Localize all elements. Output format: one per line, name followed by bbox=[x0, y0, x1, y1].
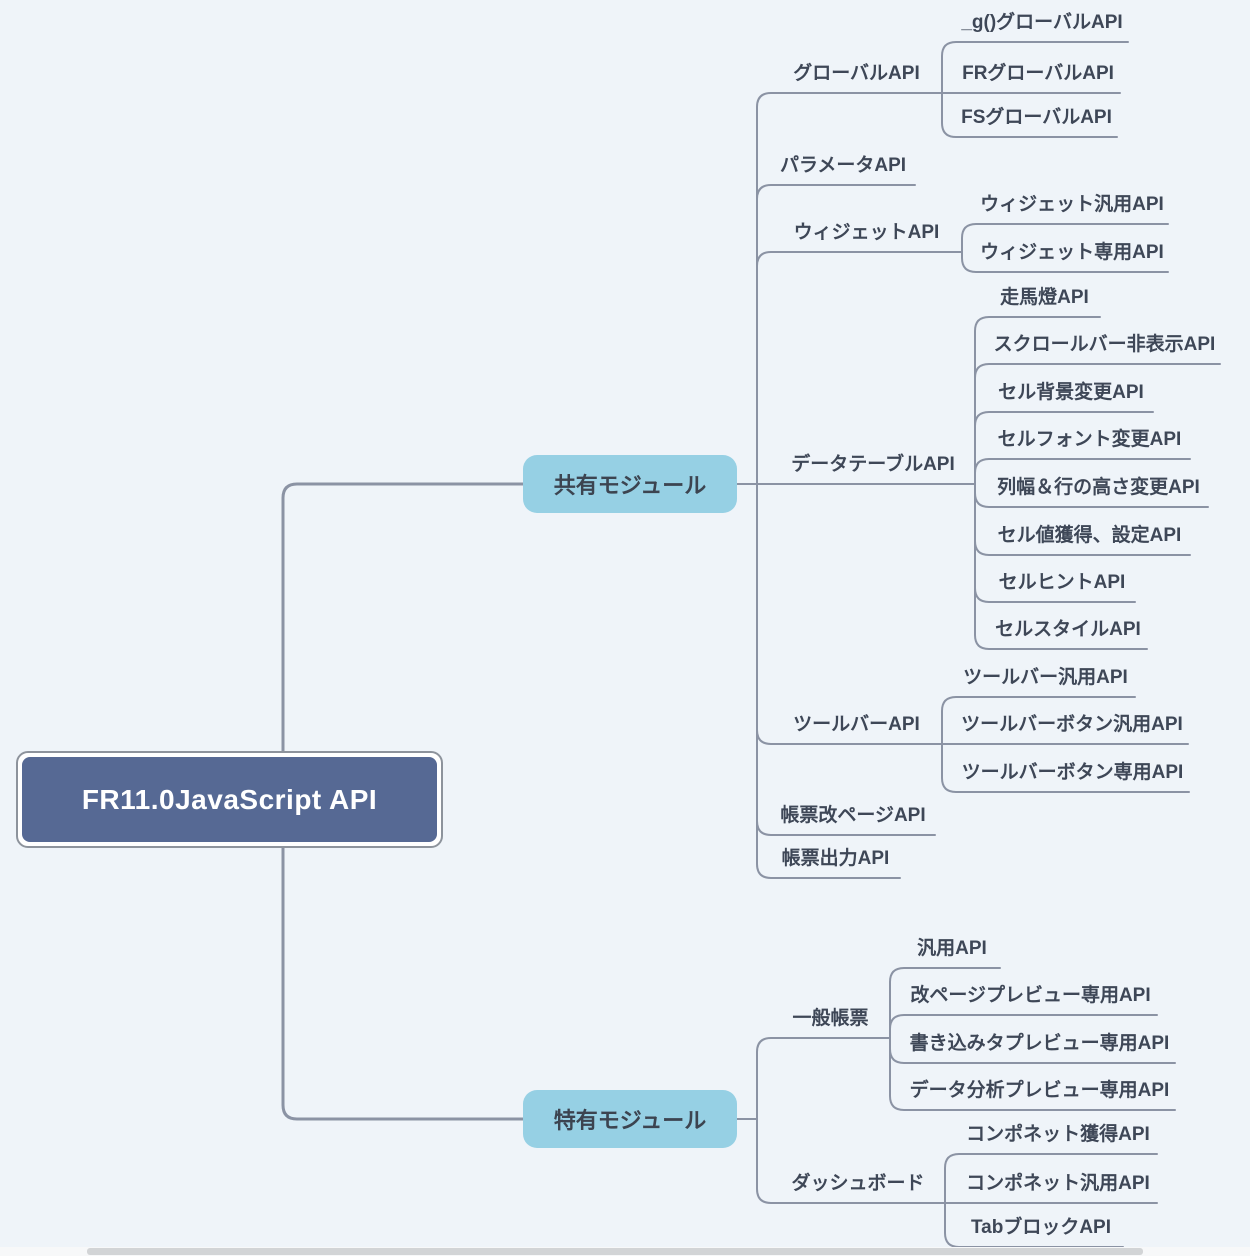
node-report-pagebreak-api[interactable]: 帳票改ページAPI bbox=[780, 805, 926, 826]
node-global-api[interactable]: グローバルAPI bbox=[793, 63, 920, 84]
node-toolbar-button-general-api[interactable]: ツールバーボタン汎用API bbox=[961, 714, 1183, 735]
node-widget-dedicated-api[interactable]: ウィジェット専用API bbox=[980, 242, 1164, 263]
node-cell-hint-api[interactable]: セルヒントAPI bbox=[998, 572, 1126, 593]
branch-specific-module[interactable]: 特有モジュール bbox=[523, 1090, 737, 1148]
connector-root-shared bbox=[281, 482, 525, 755]
node-report-output-api[interactable]: 帳票出力API bbox=[781, 848, 890, 869]
node-data-analysis-preview-api[interactable]: データ分析プレビュー専用API bbox=[909, 1080, 1170, 1101]
node-cell-background-api[interactable]: セル背景変更API bbox=[998, 382, 1144, 403]
node-g-global-api[interactable]: _g()グローバルAPI bbox=[961, 12, 1123, 33]
horizontal-scrollbar-thumb[interactable] bbox=[87, 1248, 1143, 1255]
node-cell-font-api[interactable]: セルフォント変更API bbox=[997, 429, 1182, 450]
root-node-label: FR11.0JavaScript API bbox=[22, 757, 437, 842]
node-parameter-api[interactable]: パラメータAPI bbox=[779, 155, 907, 176]
node-general-api[interactable]: 汎用API bbox=[917, 938, 987, 959]
node-scrollbar-hide-api[interactable]: スクロールバー非表示API bbox=[993, 334, 1216, 355]
node-cell-style-api[interactable]: セルスタイルAPI bbox=[995, 619, 1141, 640]
horizontal-scrollbar-track[interactable] bbox=[0, 1247, 1250, 1256]
node-fill-tab-preview-api[interactable]: 書き込みタプレビュー専用API bbox=[909, 1033, 1170, 1054]
node-datatable-api[interactable]: データテーブルAPI bbox=[791, 454, 955, 475]
root-node[interactable]: FR11.0JavaScript API bbox=[16, 751, 443, 848]
node-widget-api[interactable]: ウィジェットAPI bbox=[793, 222, 940, 243]
node-pagebreak-preview-api[interactable]: 改ページプレビュー専用API bbox=[910, 985, 1151, 1006]
node-column-row-size-api[interactable]: 列幅＆行の高さ変更API bbox=[997, 477, 1200, 498]
node-toolbar-general-api[interactable]: ツールバー汎用API bbox=[963, 667, 1128, 688]
node-general-report[interactable]: 一般帳票 bbox=[792, 1008, 869, 1029]
node-dashboard[interactable]: ダッシュボード bbox=[791, 1173, 925, 1194]
node-tab-block-api[interactable]: TabブロックAPI bbox=[970, 1217, 1112, 1238]
node-component-general-api[interactable]: コンポネット汎用API bbox=[966, 1173, 1150, 1194]
node-toolbar-button-dedicated-api[interactable]: ツールバーボタン専用API bbox=[961, 762, 1184, 783]
connector-root-specific bbox=[281, 846, 525, 1121]
branch-shared-module[interactable]: 共有モジュール bbox=[523, 455, 737, 513]
node-cell-value-api[interactable]: セル値獲得、設定API bbox=[997, 525, 1182, 546]
node-widget-general-api[interactable]: ウィジェット汎用API bbox=[980, 194, 1164, 215]
node-toolbar-api[interactable]: ツールバーAPI bbox=[793, 714, 920, 735]
node-marquee-api[interactable]: 走馬燈API bbox=[1000, 287, 1089, 308]
node-fs-global-api[interactable]: FSグローバルAPI bbox=[961, 107, 1112, 128]
node-component-get-api[interactable]: コンポネット獲得API bbox=[966, 1124, 1150, 1145]
node-fr-global-api[interactable]: FRグローバルAPI bbox=[962, 63, 1114, 84]
